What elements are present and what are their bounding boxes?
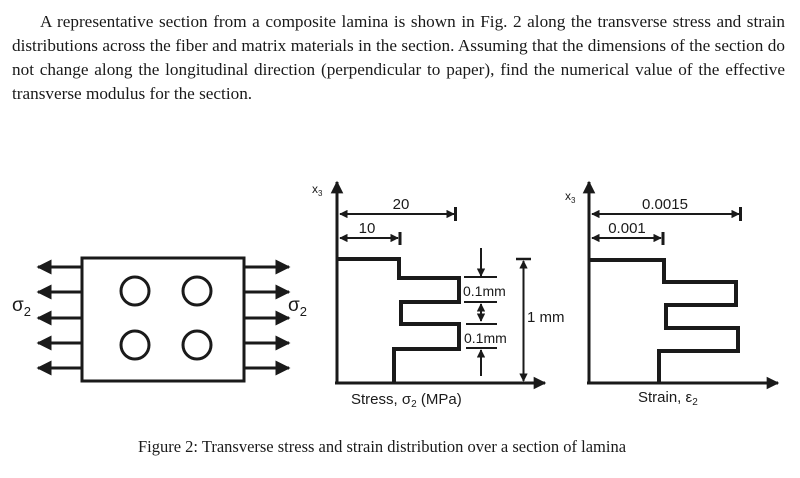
stress-plot: x3 20 10 0.1mm 0.1mm 1 mm Stress, σ2 (MP… — [312, 180, 565, 410]
strain-y-axis-label: x3 — [565, 189, 576, 205]
fiber-circle — [181, 329, 213, 361]
fiber-thickness-label-2: 0.1mm — [464, 330, 507, 346]
fiber-circle — [119, 275, 151, 307]
right-load-arrows — [245, 259, 291, 376]
lamina-section: σ2 σ2 — [12, 256, 307, 383]
left-load-arrows — [36, 259, 81, 376]
total-height-label: 1 mm — [527, 309, 565, 326]
stress-matrix-value-label: 10 — [359, 220, 376, 237]
strain-matrix-value-label: 0.001 — [608, 220, 646, 237]
figure-caption: Figure 2: Transverse stress and strain d… — [137, 437, 627, 456]
problem-statement: A representative section from a composit… — [12, 12, 785, 103]
left-load-label: σ2 — [12, 295, 31, 319]
fiber-thickness-label-1: 0.1mm — [463, 283, 506, 299]
strain-fiber-value-label: 0.0015 — [642, 196, 688, 213]
stress-profile — [337, 257, 461, 383]
lamina-box — [80, 256, 246, 383]
strain-plot: x3 0.0015 0.001 Strain, ε2 — [565, 180, 780, 408]
stress-fiber-value-label: 20 — [393, 196, 410, 213]
stress-y-axis-label: x3 — [312, 182, 323, 198]
fiber-circle — [181, 275, 213, 307]
fiber-circle — [119, 329, 151, 361]
right-load-label: σ2 — [288, 295, 307, 319]
strain-profile — [589, 258, 740, 383]
stress-x-axis-label: Stress, σ2 (MPa) — [351, 391, 462, 410]
strain-x-axis-label: Strain, ε2 — [638, 389, 698, 408]
